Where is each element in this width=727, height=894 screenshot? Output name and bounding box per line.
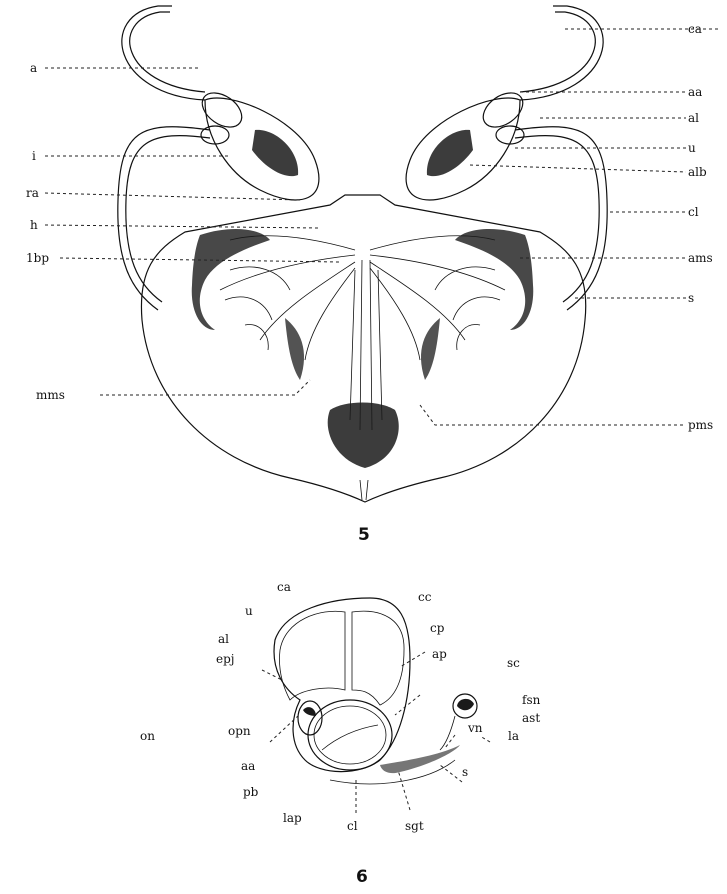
- right-medial-epithelium: [421, 318, 440, 380]
- label6-sgt: sgt: [405, 819, 424, 833]
- label-al: al: [688, 111, 699, 125]
- label-i: i: [32, 149, 36, 163]
- right-ampulla-small: [496, 126, 524, 144]
- label6-opn: opn: [228, 724, 251, 738]
- right-sensory-fan: [370, 236, 505, 360]
- posterior-macula: [328, 403, 399, 469]
- label-mms: mms: [36, 388, 65, 402]
- left-ampulla-small: [201, 126, 229, 144]
- leader-ra: [45, 193, 300, 200]
- label6-aa: aa: [241, 759, 255, 773]
- label6-cp: cp: [430, 621, 445, 635]
- left-chamber: [279, 611, 345, 700]
- label6-s: s: [462, 765, 468, 779]
- label-ca: ca: [688, 22, 702, 36]
- label6-pb: pb: [243, 785, 259, 799]
- label6-la: la: [508, 729, 519, 743]
- label-ra: ra: [26, 186, 39, 200]
- leader-h: [45, 225, 320, 228]
- left-macula: [252, 130, 298, 176]
- label-ams: ams: [688, 251, 713, 265]
- right-canal-loop: [520, 6, 603, 100]
- right-sensory-epithelium: [455, 229, 533, 330]
- ampulla-dot: [303, 707, 316, 716]
- oval-line: [322, 725, 378, 750]
- left-sensory-epithelium: [192, 229, 270, 330]
- label6-fsn: fsn: [522, 693, 541, 707]
- label6-ap: ap: [432, 647, 447, 661]
- label-aa: aa: [688, 85, 702, 99]
- label6-ca: ca: [277, 580, 291, 594]
- ampulla-small: [298, 701, 322, 735]
- lower-oval-inner: [314, 706, 386, 764]
- leader6-la: [480, 736, 490, 742]
- right-inner-loops: [435, 267, 500, 350]
- figure-5-drawing: [118, 6, 607, 502]
- label6-sc: sc: [507, 656, 520, 670]
- leader-mms: [100, 380, 310, 395]
- label6-epj: epj: [216, 652, 235, 666]
- label6-cl: cl: [347, 819, 358, 833]
- left-inner-loops: [225, 267, 290, 350]
- figure-6-drawing: [274, 598, 477, 784]
- sensory-knob-dark: [457, 699, 474, 710]
- leader6-sgt: [398, 770, 410, 810]
- label6-al: al: [218, 632, 229, 646]
- figure-5-number: 5: [358, 525, 370, 545]
- leader-alb: [470, 165, 686, 172]
- label6-cc: cc: [418, 590, 432, 604]
- label6-ast: ast: [522, 711, 540, 725]
- label6-vn: vn: [467, 721, 483, 735]
- label-pms: pms: [688, 418, 713, 432]
- figure-5-leaders: [45, 29, 720, 425]
- label-cl: cl: [688, 205, 699, 219]
- midline-notch: [360, 480, 368, 500]
- figure-6-number: 6: [356, 867, 368, 887]
- label-h: h: [30, 218, 38, 232]
- label6-u: u: [245, 604, 253, 618]
- left-sensory-fan: [220, 236, 355, 360]
- label-lbp: 1bp: [26, 251, 49, 265]
- leader-pms: [420, 405, 686, 425]
- label-u: u: [688, 141, 696, 155]
- right-chamber: [352, 611, 404, 705]
- leader6-vn: [445, 735, 455, 748]
- figure-6-leaders: [262, 652, 490, 815]
- left-medial-epithelium: [285, 318, 304, 380]
- right-macula: [427, 130, 473, 176]
- label6-on: on: [140, 729, 155, 743]
- label6-lap: lap: [283, 811, 302, 825]
- ganglion-tail: [380, 745, 460, 773]
- label-s: s: [688, 291, 694, 305]
- label-a: a: [30, 61, 37, 75]
- left-canal-loop: [122, 6, 205, 100]
- label-alb: alb: [688, 165, 707, 179]
